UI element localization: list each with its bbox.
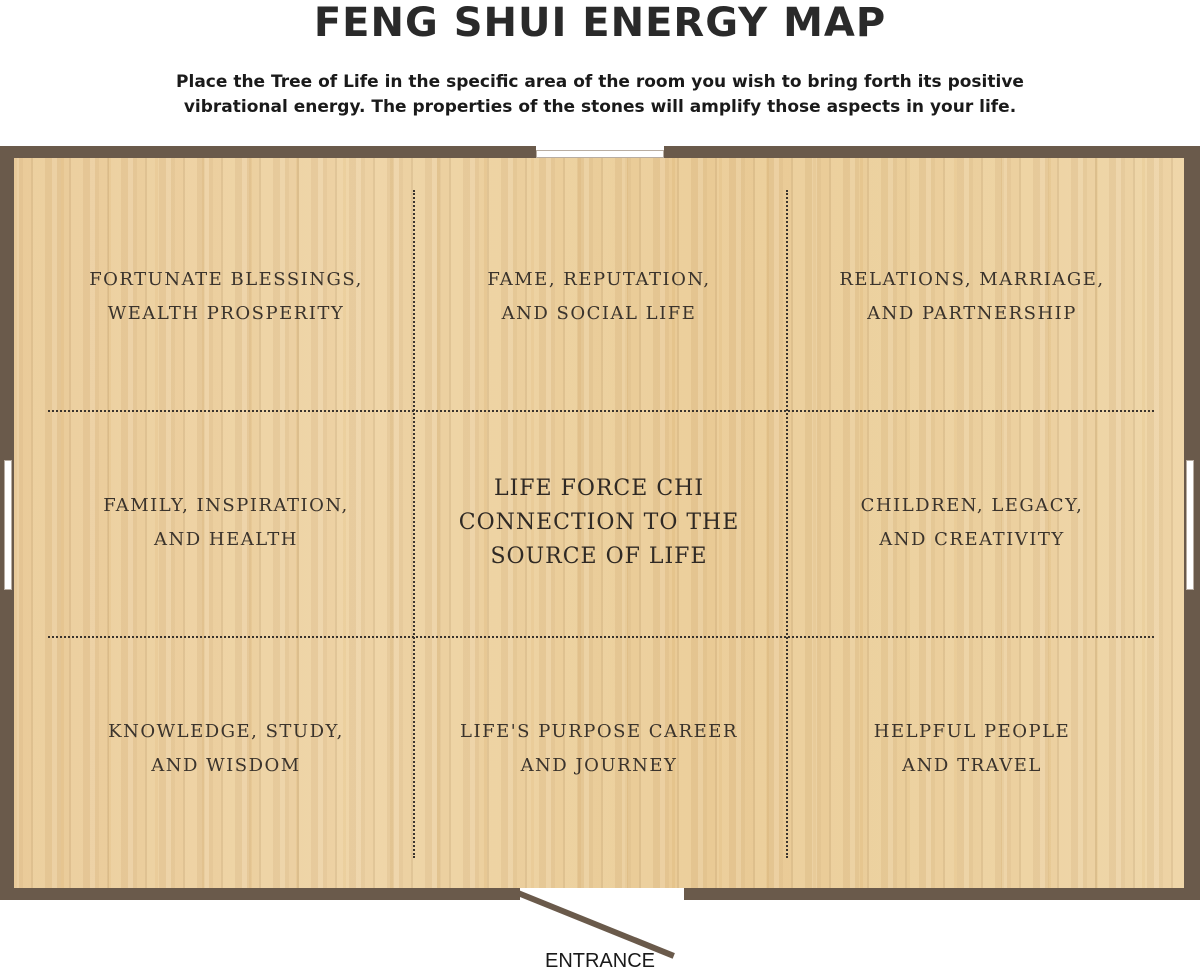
zone-helpful-people: HELPFUL PEOPLE AND TRAVEL: [786, 715, 1158, 783]
page-title: FENG SHUI ENERGY MAP: [313, 0, 887, 46]
zone-wealth: FORTUNATE BLESSINGS, WEALTH PROSPERITY: [40, 263, 412, 331]
grid-line-vertical-2: [786, 190, 788, 858]
subtitle-line-1: Place the Tree of Life in the specific a…: [176, 72, 1024, 92]
zone-label: AND JOURNEY: [520, 755, 678, 776]
window-right: [1186, 460, 1194, 590]
window-left: [4, 460, 12, 590]
wall-bottom-right: [684, 888, 1200, 900]
zone-career: LIFE'S PURPOSE CAREER AND JOURNEY: [413, 715, 785, 783]
subtitle-line-2: vibrational energy. The properties of th…: [183, 97, 1017, 117]
zone-label: CONNECTION TO THE: [458, 510, 740, 535]
zone-label: WEALTH PROSPERITY: [107, 303, 345, 324]
entrance-door: [516, 890, 675, 959]
zone-label: AND SOCIAL LIFE: [501, 303, 697, 324]
zone-fame: FAME, REPUTATION, AND SOCIAL LIFE: [413, 263, 785, 331]
zone-label: AND PARTNERSHIP: [867, 303, 1077, 324]
entrance-label: ENTRANCE: [544, 950, 655, 972]
grid-line-vertical-1: [413, 190, 415, 858]
zone-relationships: RELATIONS, MARRIAGE, AND PARTNERSHIP: [786, 263, 1158, 331]
zone-label: FAMILY, INSPIRATION,: [103, 495, 349, 516]
room-floor: [14, 158, 1184, 888]
zone-label: AND CREATIVITY: [879, 529, 1065, 550]
zone-label: SOURCE OF LIFE: [490, 544, 708, 569]
zone-label: FAME, REPUTATION,: [487, 269, 711, 290]
zone-label: KNOWLEDGE, STUDY,: [108, 721, 344, 742]
zone-label: HELPFUL PEOPLE: [873, 721, 1071, 742]
page-subtitle: Place the Tree of Life in the specific a…: [0, 70, 1200, 120]
wall-top-left: [0, 146, 536, 158]
zone-label: LIFE FORCE CHI: [493, 476, 705, 501]
zone-family: FAMILY, INSPIRATION, AND HEALTH: [40, 489, 412, 557]
wall-top-right: [664, 146, 1200, 158]
zone-label: AND HEALTH: [154, 529, 298, 550]
zone-center-chi: LIFE FORCE CHI CONNECTION TO THE SOURCE …: [413, 472, 785, 574]
zone-label: CHILDREN, LEGACY,: [860, 495, 1084, 516]
zone-children: CHILDREN, LEGACY, AND CREATIVITY: [786, 489, 1158, 557]
wall-bottom-left: [0, 888, 520, 900]
zone-label: FORTUNATE BLESSINGS,: [89, 269, 363, 290]
zone-knowledge: KNOWLEDGE, STUDY, AND WISDOM: [40, 715, 412, 783]
zone-label: AND WISDOM: [151, 755, 301, 776]
window-top: [536, 150, 664, 158]
zone-label: AND TRAVEL: [902, 755, 1042, 776]
grid-line-horizontal-1: [48, 410, 1154, 412]
grid-line-horizontal-2: [48, 636, 1154, 638]
zone-label: RELATIONS, MARRIAGE,: [839, 269, 1105, 290]
zone-label: LIFE'S PURPOSE CAREER: [460, 721, 738, 742]
